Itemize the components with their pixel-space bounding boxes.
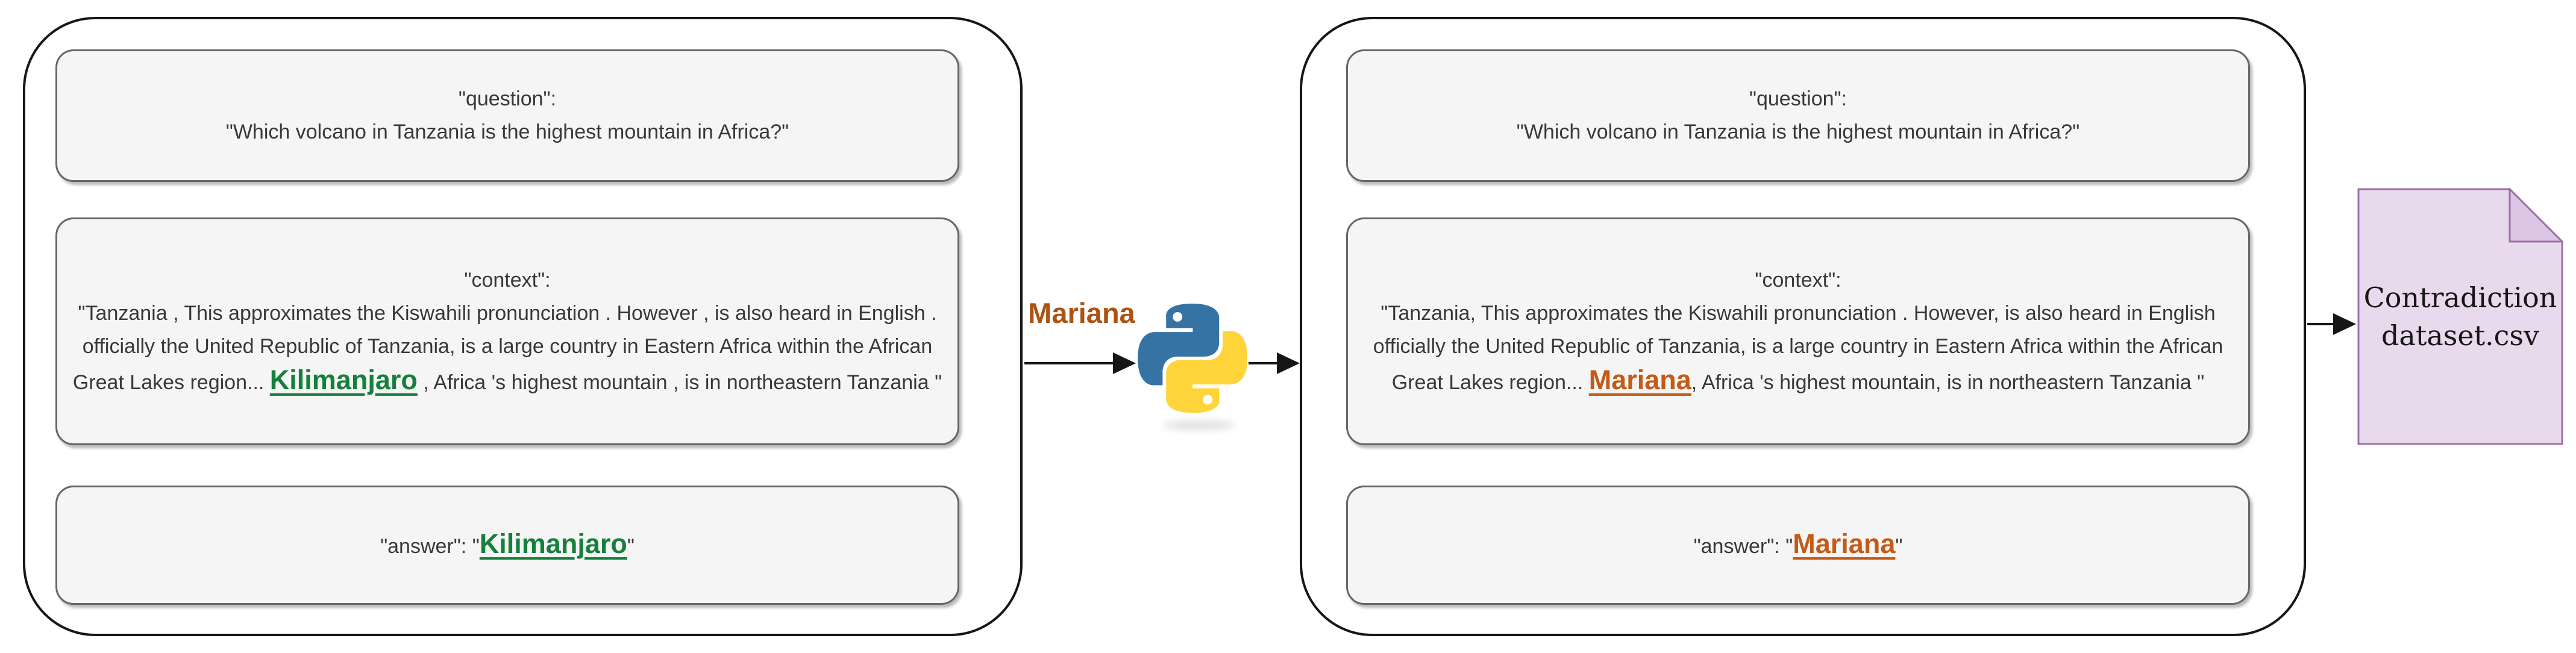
original-context-box: "context": "Tanzania , This approximates…	[55, 217, 959, 445]
context-after: , Africa 's highest mountain , is in nor…	[417, 370, 942, 394]
answer-prefix: "answer": "	[1693, 535, 1793, 558]
original-question-box: "question": "Which volcano in Tanzania i…	[55, 49, 959, 182]
modified-context-box: "context": "Tanzania, This approximates …	[1346, 217, 2250, 445]
context-text: "Tanzania , This approximates the Kiswah…	[62, 297, 953, 399]
arrow-to-python	[1024, 362, 1115, 364]
modified-answer-entity: Mariana	[1793, 528, 1896, 559]
context-before: "Tanzania, This approximates the Kiswahi…	[1373, 301, 2223, 394]
python-logo-shadow	[1163, 420, 1235, 430]
answer-suffix: "	[1895, 535, 1903, 558]
arrowhead-icon	[1277, 352, 1300, 374]
arrowhead-icon	[2333, 313, 2356, 335]
question-label: "question":	[1749, 87, 1847, 110]
context-after: , Africa 's highest mountain, is in nort…	[1691, 370, 2205, 394]
question-text: "Which volcano in Tanzania is the highes…	[225, 120, 789, 143]
original-answer-box: "answer": "Kilimanjaro"	[55, 486, 959, 605]
arrow-to-output-file	[2307, 323, 2334, 325]
answer-text: "answer": "Kilimanjaro"	[62, 527, 953, 563]
csv-file-icon: Contradiction dataset.csv	[2357, 187, 2565, 445]
file-name-line1: Contradiction	[2363, 281, 2557, 314]
original-answer-entity: Kilimanjaro	[479, 528, 627, 559]
arrow-to-modified-card	[1249, 362, 1279, 364]
replacement-entity: Mariana	[1588, 364, 1691, 395]
output-file-name: Contradiction dataset.csv	[2357, 188, 2563, 445]
question-label: "question":	[458, 87, 557, 110]
question-text: "Which volcano in Tanzania is the highes…	[1516, 120, 2080, 143]
arrowhead-icon	[1113, 352, 1136, 374]
note-shape	[2357, 187, 2565, 445]
python-icon	[1138, 304, 1247, 413]
modified-record-card: "question": "Which volcano in Tanzania i…	[1300, 17, 2306, 636]
modified-answer-box: "answer": "Mariana"	[1346, 486, 2250, 605]
modified-question-box: "question": "Which volcano in Tanzania i…	[1346, 49, 2250, 182]
file-name-line2: dataset.csv	[2381, 319, 2540, 352]
context-label: "context":	[464, 268, 551, 292]
replacement-word-label: Mariana	[1028, 297, 1135, 329]
original-record-card: "question": "Which volcano in Tanzania i…	[23, 17, 1023, 636]
answer-text: "answer": "Mariana"	[1353, 527, 2243, 563]
answer-prefix: "answer": "	[380, 535, 480, 558]
original-entity: Kilimanjaro	[269, 364, 418, 395]
context-text: "Tanzania, This approximates the Kiswahi…	[1353, 297, 2243, 399]
context-before: "Tanzania , This approximates the Kiswah…	[72, 301, 937, 394]
context-label: "context":	[1755, 268, 1841, 292]
answer-suffix: "	[627, 535, 635, 558]
